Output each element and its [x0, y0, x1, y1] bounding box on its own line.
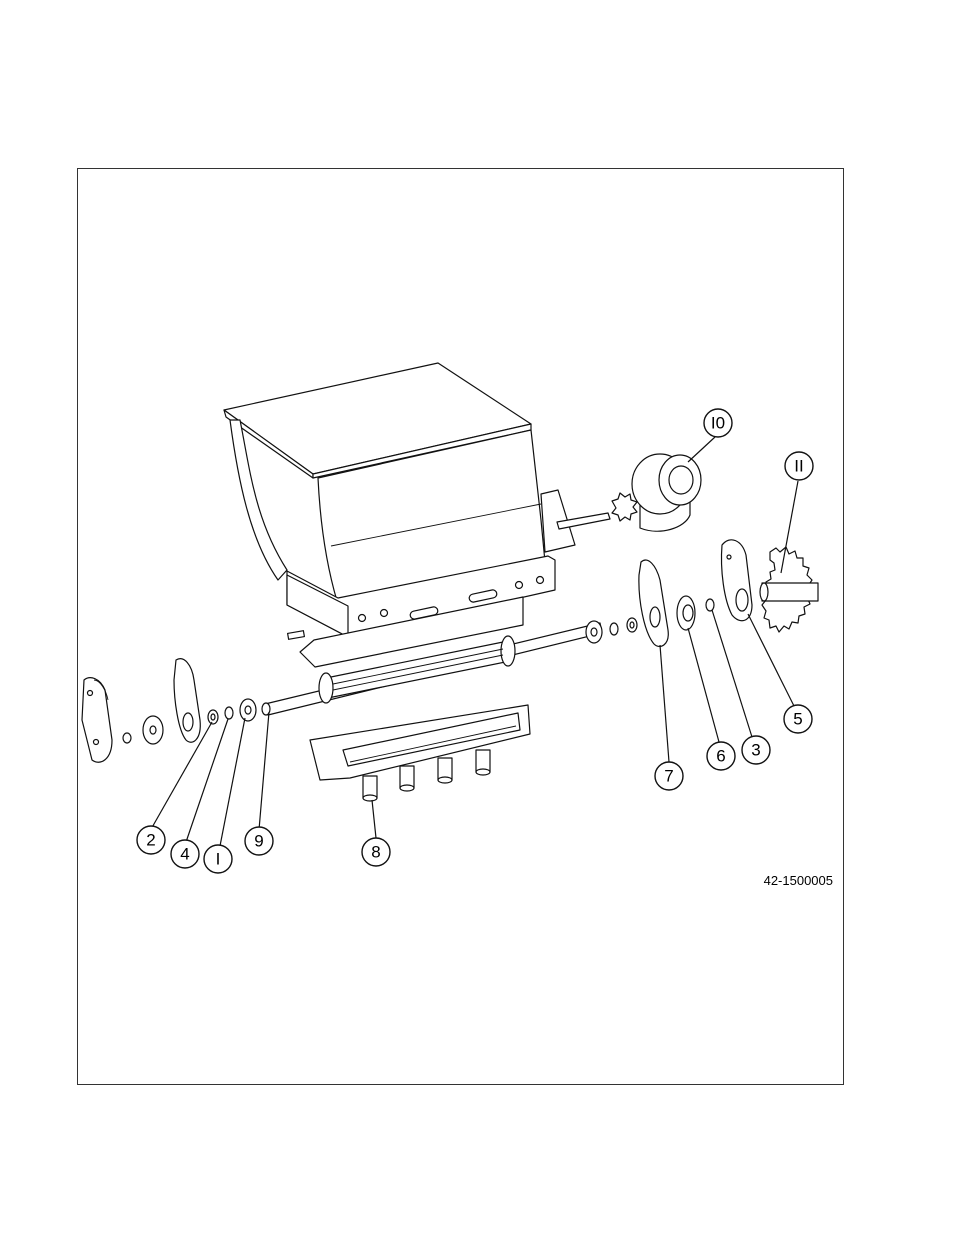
callout-2: 2 [137, 826, 165, 854]
callout-3-label: 3 [751, 741, 760, 760]
flanged-bearing [677, 596, 695, 630]
leader-1 [220, 718, 245, 846]
washer-left [225, 707, 233, 719]
callout-7: 7 [655, 762, 683, 790]
leader-3 [712, 610, 752, 737]
callout-6-label: 6 [716, 747, 725, 766]
hopper [224, 363, 575, 667]
leader-6 [688, 628, 719, 742]
callout-2-label: 2 [146, 831, 155, 850]
leader-9 [259, 712, 269, 830]
left-bearing-flange [174, 659, 200, 743]
callout-8: 8 [362, 838, 390, 866]
right-bearing-flange [639, 560, 668, 646]
callout-11-label: II [794, 457, 803, 476]
callout-3: 3 [742, 736, 770, 764]
leader-7 [660, 645, 669, 762]
left-end-plate [82, 678, 163, 763]
sprocket [760, 547, 818, 632]
callout-9-label: 9 [254, 832, 263, 851]
callout-5: 5 [784, 705, 812, 733]
bearing-left [208, 710, 218, 724]
callout-10-label: I0 [711, 414, 725, 433]
callout-8-label: 8 [371, 843, 380, 862]
drive-motor [612, 454, 701, 531]
bearing-right [627, 618, 637, 632]
callout-4-label: 4 [180, 845, 189, 864]
callout-10: I0 [704, 409, 732, 437]
drop-tube-1 [363, 776, 377, 801]
callout-9: 9 [245, 827, 273, 855]
drop-tube-3 [438, 758, 452, 783]
leader-10 [688, 437, 715, 462]
callout-11: II [785, 452, 813, 480]
drop-tube-4 [476, 750, 490, 775]
washer-right [610, 623, 618, 635]
right-end-plate [721, 540, 752, 621]
callout-1: I [204, 845, 232, 873]
leader-8 [372, 800, 376, 838]
drop-tube-manifold [310, 705, 530, 801]
bushing-left [240, 699, 256, 721]
callout-7-label: 7 [664, 767, 673, 786]
right-washer [706, 599, 714, 611]
callout-6: 6 [707, 742, 735, 770]
callout-4: 4 [171, 840, 199, 868]
callout-5-label: 5 [793, 710, 802, 729]
drawing-number: 42-1500005 [764, 873, 833, 888]
callout-1-label: I [216, 850, 221, 869]
drop-tube-2 [400, 766, 414, 791]
bushing-right [586, 621, 602, 643]
